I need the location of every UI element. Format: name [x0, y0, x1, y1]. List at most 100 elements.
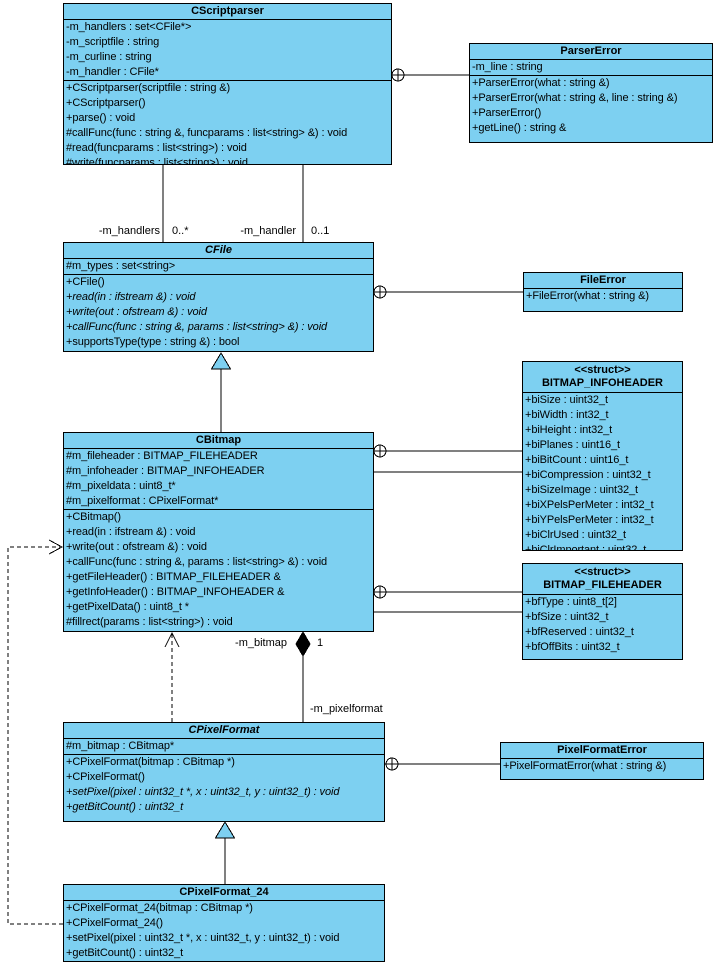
class-title: ParserError: [470, 44, 712, 60]
attribute-row: +biCompression : uint32_t: [525, 469, 651, 481]
attribute-row: +biHeight : int32_t: [525, 424, 613, 436]
method-row: +callFunc(func : string &, params : list…: [66, 556, 328, 568]
attributes-compartment: #m_fileheader : BITMAP_FILEHEADER#m_info…: [64, 449, 373, 510]
method-row: +CPixelFormat(): [66, 771, 145, 783]
composition-diamond-icon: [295, 631, 311, 657]
attribute-row: +biPlanes : uint16_t: [525, 439, 620, 451]
method-row: +callFunc(func : string &, params : list…: [66, 321, 328, 333]
attribute-row: +biClrUsed : uint32_t: [525, 529, 626, 541]
class-title: CFile: [64, 243, 373, 259]
attribute-row: -m_line : string: [472, 61, 543, 73]
class-name-label: BITMAP_INFOHEADER: [541, 377, 663, 389]
multiplicity-label: 1: [317, 637, 324, 649]
attribute-row: +bfOffBits : uint32_t: [525, 641, 620, 653]
role-label-m-handler: -m_handler: [240, 225, 296, 237]
method-row: +getBitCount() : uint32_t: [66, 947, 184, 959]
dependency-cpixelformat-cbitmap: [164, 631, 180, 722]
attribute-row: +biYPelsPerMeter : int32_t: [525, 514, 654, 526]
method-row: +supportsType(type : string &) : bool: [66, 336, 240, 348]
attribute-row: +bfReserved : uint32_t: [525, 626, 634, 638]
attribute-row: +bfType : uint8_t[2]: [525, 596, 617, 608]
attribute-row: -m_handlers : set<CFile*>: [66, 21, 192, 33]
attribute-row: +biClrImportant : uint32_t: [525, 544, 647, 551]
method-row: +PixelFormatError(what : string &): [503, 760, 667, 772]
class-pixelformaterror[interactable]: PixelFormatError +PixelFormatError(what …: [500, 742, 704, 780]
generalization-arrow-icon: [214, 821, 236, 839]
class-cpixelformat-24[interactable]: CPixelFormat_24 +CPixelFormat_24(bitmap …: [63, 884, 385, 962]
attribute-row: -m_handler : CFile*: [66, 66, 159, 78]
method-row: +getFileHeader() : BITMAP_FILEHEADER &: [66, 571, 281, 583]
multiplicity-label: 0..*: [172, 225, 189, 237]
method-row: #fillrect(params : list<string>) : void: [66, 616, 233, 628]
methods-compartment: +CPixelFormat_24(bitmap : CBitmap *)+CPi…: [64, 901, 384, 961]
class-title: CScriptparser: [64, 4, 391, 20]
method-row: +CPixelFormat(bitmap : CBitmap *): [66, 756, 235, 768]
class-name-label: BITMAP_FILEHEADER: [543, 579, 662, 591]
class-title: CBitmap: [64, 433, 373, 449]
class-cpixelformat[interactable]: CPixelFormat #m_bitmap : CBitmap* +CPixe…: [63, 722, 385, 822]
methods-compartment: +CBitmap() +read(in : ifstream &) : void +…: [64, 510, 373, 631]
attributes-compartment: #m_bitmap : CBitmap*: [64, 739, 384, 755]
class-fileerror[interactable]: FileError +FileError(what : string &): [523, 272, 683, 312]
class-bitmap-fileheader[interactable]: <<struct>> BITMAP_FILEHEADER +bfType : u…: [522, 563, 683, 660]
generalization-cpixelformat24-cpixelformat: [214, 821, 236, 884]
composition-cbitmap-cpixelformat: [295, 631, 311, 722]
method-row: +read(in : ifstream &) : void: [66, 526, 196, 538]
method-row: #callFunc(func : string &, funcparams : …: [66, 127, 348, 139]
method-row: +write(out : ofstream &) : void: [66, 541, 207, 553]
dependency-cpixelformat24-cbitmap: [7, 539, 64, 925]
attribute-row: +biBitCount : uint16_t: [525, 454, 629, 466]
attribute-row: -m_curline : string: [66, 51, 152, 63]
method-row: +CBitmap(): [66, 511, 121, 523]
generalization-cbitmap-cfile: [210, 352, 232, 432]
method-row: #write(funcparams : list<string>) : void: [66, 157, 248, 165]
method-row: +CScriptparser(): [66, 97, 146, 109]
class-cscriptparser[interactable]: CScriptparser -m_handlers : set<CFile*>-…: [63, 3, 392, 165]
attribute-row: +biSizeImage : uint32_t: [525, 484, 638, 496]
attributes-compartment: +bfType : uint8_t[2]+bfSize : uint32_t+b…: [523, 595, 682, 659]
method-row: +getBitCount() : uint32_t: [66, 801, 184, 813]
class-cfile[interactable]: CFile #m_types : set<string> +CFile() +re…: [63, 242, 374, 352]
class-title: CPixelFormat_24: [64, 885, 384, 901]
role-label-m-handlers: -m_handlers: [98, 225, 160, 237]
class-title: <<struct>> BITMAP_FILEHEADER: [523, 564, 682, 595]
method-row: +getPixelData() : uint8_t *: [66, 601, 189, 613]
attribute-row: #m_bitmap : CBitmap*: [66, 740, 175, 752]
class-title: CPixelFormat: [64, 723, 384, 739]
methods-compartment: +PixelFormatError(what : string &): [501, 759, 703, 779]
role-label-m-pixelformat: -m_pixelformat: [310, 703, 383, 715]
attribute-row: #m_infoheader : BITMAP_INFOHEADER: [66, 465, 265, 477]
method-row: +ParserError(): [472, 107, 542, 119]
method-row: +CScriptparser(scriptfile : string &): [66, 82, 231, 94]
class-cbitmap[interactable]: CBitmap #m_fileheader : BITMAP_FILEHEADE…: [63, 432, 374, 632]
class-bitmap-infoheader[interactable]: <<struct>> BITMAP_INFOHEADER +biSize : u…: [522, 361, 683, 551]
method-row: +getInfoHeader() : BITMAP_INFOHEADER &: [66, 586, 285, 598]
methods-compartment: +CPixelFormat(bitmap : CBitmap *) +CPixel…: [64, 755, 384, 821]
methods-compartment: +CScriptparser(scriptfile : string &) +CS…: [64, 81, 391, 165]
method-row: +FileError(what : string &): [526, 290, 649, 302]
class-parsererror[interactable]: ParserError -m_line : string +ParserErro…: [469, 43, 713, 143]
attributes-compartment: -m_handlers : set<CFile*> -m_scriptfile :…: [64, 20, 391, 81]
method-row: +ParserError(what : string &): [472, 77, 610, 89]
attribute-row: #m_pixelformat : CPixelFormat*: [66, 495, 219, 507]
attribute-row: -m_scriptfile : string: [66, 36, 160, 48]
dependency-arrow-icon: [48, 539, 64, 555]
class-title: PixelFormatError: [501, 743, 703, 759]
method-row: +ParserError(what : string &, line : str…: [472, 92, 678, 104]
containment-cscriptparser-parsererror: [391, 68, 469, 82]
method-row: +CFile(): [66, 276, 105, 288]
dependency-arrow-icon: [164, 631, 180, 648]
methods-compartment: +FileError(what : string &): [524, 289, 682, 311]
method-row: +parse() : void: [66, 112, 136, 124]
method-row: +read(in : ifstream &) : void: [66, 291, 196, 303]
attributes-compartment: #m_types : set<string>: [64, 259, 373, 275]
attributes-compartment: -m_line : string: [470, 60, 712, 76]
attribute-row: +biWidth : int32_t: [525, 409, 609, 421]
generalization-arrow-icon: [210, 352, 232, 370]
attribute-row: #m_types : set<string>: [66, 260, 176, 272]
method-row: +setPixel(pixel : uint32_t *, x : uint32…: [66, 932, 340, 944]
class-title: <<struct>> BITMAP_INFOHEADER: [523, 362, 682, 393]
class-title: FileError: [524, 273, 682, 289]
